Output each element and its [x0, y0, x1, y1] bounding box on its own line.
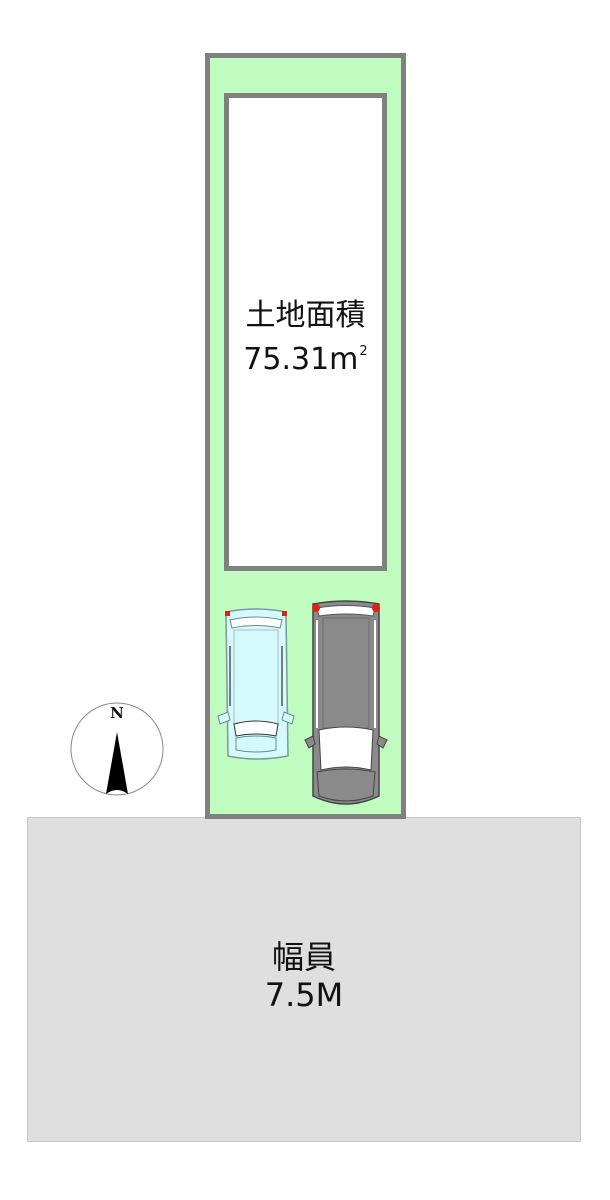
north-compass: N	[70, 702, 164, 796]
grey-car-icon	[304, 600, 388, 805]
compass-north-label: N	[110, 704, 124, 722]
area-title: 土地面積	[245, 298, 366, 333]
road: 幅員 7.5M	[27, 817, 581, 1142]
area-label: 土地面積 75.31m2	[229, 298, 382, 378]
area-value: 75.31m	[243, 342, 359, 377]
light-blue-car-icon	[217, 608, 295, 760]
compass-icon	[70, 702, 164, 796]
area-unit-sup: 2	[359, 344, 368, 359]
building-area: 土地面積 75.31m2	[224, 93, 387, 571]
area-value-line: 75.31m2	[229, 334, 382, 378]
road-width: 7.5M	[264, 976, 344, 1014]
road-label: 幅員 7.5M	[28, 938, 580, 1014]
road-title: 幅員	[271, 938, 336, 976]
